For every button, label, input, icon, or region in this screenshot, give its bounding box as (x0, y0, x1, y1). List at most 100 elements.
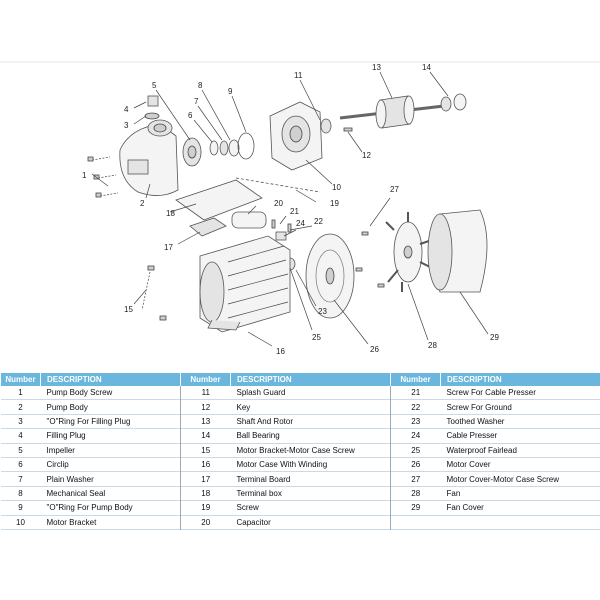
callout-14: 14 (422, 63, 431, 72)
part-screw-19 (235, 177, 321, 193)
cell-part-description: Fan (446, 488, 461, 498)
cell-part-number: 23 (411, 416, 421, 426)
cell-part-description: Shaft And Rotor (230, 414, 391, 429)
part-ball-bearing (440, 93, 467, 112)
cell-part-description: Impeller (40, 443, 181, 458)
cell-part-number: 15 (201, 445, 211, 455)
callout-26: 26 (370, 345, 379, 354)
cell-part-number: 8 (18, 488, 23, 498)
cell-part-description: Pump Body Screw (40, 386, 181, 400)
cell-part-description: Motor Case With Winding (230, 457, 391, 472)
cell-part-number: 3 (18, 416, 23, 426)
cell-part-number: 16 (201, 460, 211, 470)
callout-8: 8 (198, 81, 203, 90)
cell-part-number: 26 (411, 460, 421, 470)
callout-24: 24 (296, 219, 305, 228)
cell-part-number: 20 (201, 517, 211, 527)
cell-part-description: Motor Cover (446, 460, 491, 470)
cell-part-number: 19 (201, 503, 211, 513)
cell-part-number: 22 (411, 402, 421, 412)
callout-3: 3 (124, 121, 129, 130)
cell-part-number: 28 (411, 488, 421, 498)
parts-table-header: Number DESCRIPTION Number DESCRIPTION Nu… (0, 373, 600, 386)
header-number-3: Number (390, 373, 441, 386)
cell-part-description: Motor Bracket (40, 515, 181, 530)
header-description-1: DESCRIPTION (40, 373, 181, 386)
header-number-2: Number (180, 373, 231, 386)
cell-part-number: 6 (18, 460, 23, 470)
table-row: 10 Motor Bracket 20 Capacitor (0, 515, 600, 530)
part-cable-presser (271, 219, 292, 241)
part-splash-guard (320, 118, 332, 134)
cell-part-number: 1 (18, 388, 23, 398)
cell-part-number: 25 (411, 445, 421, 455)
cell-part-number: 24 (411, 431, 421, 441)
callout-13: 13 (372, 63, 381, 72)
callout-7: 7 (194, 97, 199, 106)
cell-part-number: 7 (18, 474, 23, 484)
part-pump-body (119, 119, 179, 196)
cell-part-description: Terminal Board (230, 471, 391, 487)
cell-part-description: Splash Guard (230, 386, 391, 400)
parts-table: Number DESCRIPTION Number DESCRIPTION Nu… (0, 373, 600, 530)
cell-part-description: Key (230, 399, 391, 415)
header-description-2: DESCRIPTION (230, 373, 391, 386)
cell-part-description: Motor Cover-Motor Case Screw (446, 474, 559, 484)
callout-20: 20 (274, 199, 283, 208)
callout-18: 18 (166, 209, 175, 218)
cell-part-number: 13 (201, 416, 211, 426)
part-fan (385, 212, 433, 292)
cell-part-description: Waterproof Fairlead (446, 445, 517, 455)
header-number-1: Number (0, 373, 41, 386)
table-row: 2 Pump Body 12 Key 22 Screw For Ground (0, 399, 600, 415)
part-motor-case (199, 235, 291, 333)
callout-9: 9 (228, 87, 233, 96)
cell-part-description: Terminal box (230, 486, 391, 501)
callout-17: 17 (164, 243, 173, 252)
leader-lines (91, 71, 489, 347)
table-row: 6 Circlip 16 Motor Case With Winding 26 Motor… (0, 457, 600, 472)
part-motor-bracket (269, 101, 323, 171)
cell-part-number: 12 (201, 402, 211, 412)
cell-part-number: 18 (201, 488, 211, 498)
cell-part-description: Motor Bracket-Motor Case Screw (230, 443, 391, 458)
header-description-3: DESCRIPTION (440, 373, 600, 386)
cell-part-description: Circlip (40, 457, 181, 472)
callout-2: 2 (140, 199, 145, 208)
callout-23: 23 (318, 307, 327, 316)
callout-25: 25 (312, 333, 321, 342)
cell-part-number: 14 (201, 431, 211, 441)
cell-part-number: 27 (411, 474, 421, 484)
callout-10: 10 (332, 183, 341, 192)
table-row: 8 Mechanical Seal 18 Terminal box 28 Fan (0, 486, 600, 501)
cell-part-description: Filling Plug (40, 428, 181, 444)
part-fan-cover (427, 209, 488, 293)
cell-part-description: Toothed Washer (446, 416, 505, 426)
callout-5: 5 (152, 81, 157, 90)
callout-1: 1 (82, 171, 87, 180)
cell-part-number: 9 (18, 503, 23, 513)
cell-part-description: Fan Cover (446, 503, 484, 513)
part-key (343, 127, 353, 132)
cell-part-number: 10 (16, 517, 25, 527)
cell-part-number: 17 (201, 474, 211, 484)
part-shaft-rotor (339, 95, 445, 129)
table-row: 5 Impeller 15 Motor Bracket-Motor Case Scre… (0, 443, 600, 458)
cell-part-description: Pump Body (40, 399, 181, 415)
cell-part-number: 2 (18, 402, 23, 412)
cell-part-description: Screw For Ground (446, 402, 512, 412)
callout-labels: 1 2 3 4 5 6 7 8 9 10 11 12 13 14 15 16 1… (82, 63, 499, 356)
cell-part-number: 5 (18, 445, 23, 455)
cell-part-number: 11 (201, 388, 210, 398)
callout-16: 16 (276, 347, 285, 356)
cell-part-description: Capacitor (230, 515, 391, 530)
callout-21: 21 (290, 207, 299, 216)
cell-part-description: Cable Presser (446, 431, 498, 441)
part-terminal-board (189, 217, 227, 237)
part-capacitor (231, 211, 267, 229)
cell-part-description: Mechanical Seal (40, 486, 181, 501)
callout-6: 6 (188, 111, 193, 120)
